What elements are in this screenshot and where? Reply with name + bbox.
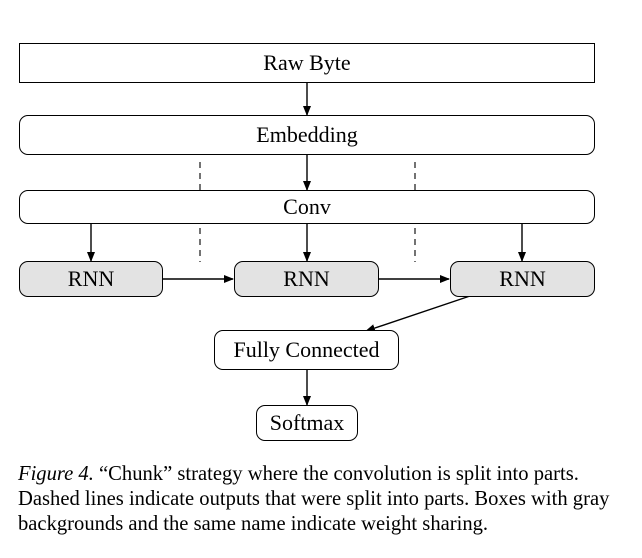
arrow-rnn-right-to-fc	[365, 295, 471, 332]
rnn-right-box: RNN	[450, 261, 595, 297]
softmax-box: Softmax	[256, 405, 358, 441]
embedding-box: Embedding	[19, 115, 595, 155]
raw-byte-box: Raw Byte	[19, 43, 595, 83]
figure-caption: Figure 4. “Chunk” strategy where the con…	[18, 462, 630, 537]
figure-label: Figure 4.	[18, 463, 94, 485]
caption-text: “Chunk” strategy where the convolution i…	[18, 463, 610, 535]
rnn-left-box: RNN	[19, 261, 163, 297]
conv-box: Conv	[19, 190, 595, 224]
rnn-mid-box: RNN	[234, 261, 379, 297]
fully-connected-box: Fully Connected	[214, 330, 399, 370]
